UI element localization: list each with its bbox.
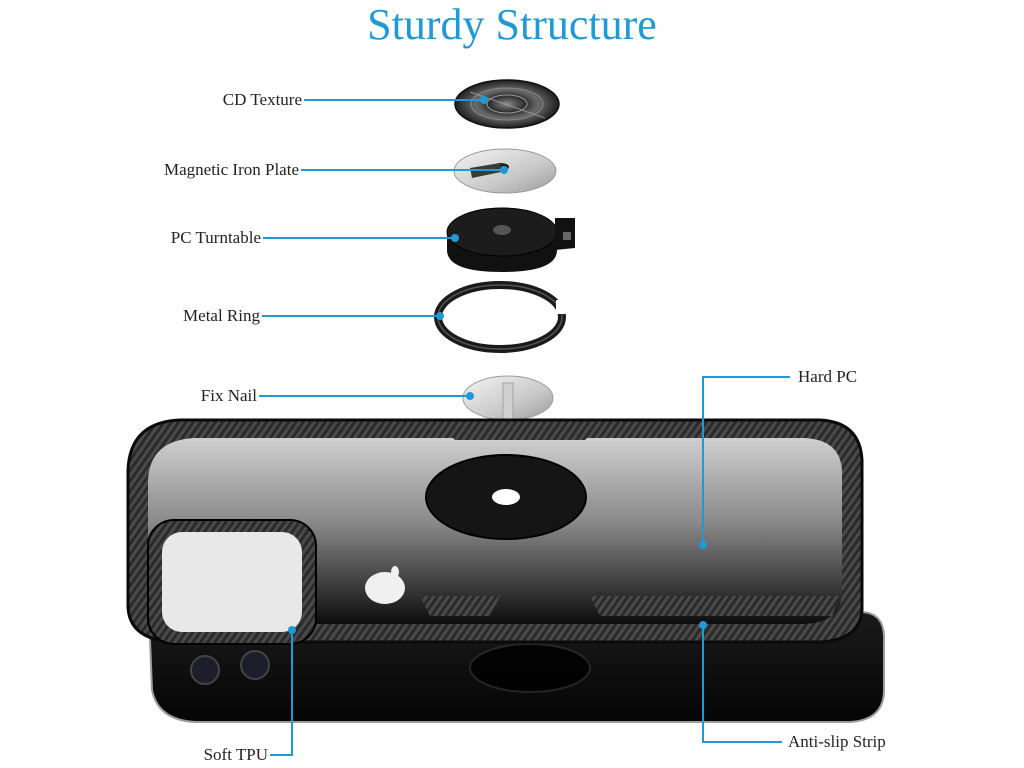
diagram-title: Sturdy Structure <box>367 0 657 49</box>
label-pc-turntable: PC Turntable <box>170 228 261 247</box>
label-soft-tpu: Soft TPU <box>203 745 268 764</box>
cd-texture-disc <box>454 79 560 129</box>
label-magnetic-iron-plate: Magnetic Iron Plate <box>163 160 299 179</box>
label-anti-slip-strip: Anti-slip Strip <box>788 732 886 751</box>
label-hard-pc: Hard PC <box>798 367 858 386</box>
phone-case-frame <box>126 418 864 645</box>
callout-dots <box>288 96 707 634</box>
label-cd-texture: CD Texture <box>222 90 302 109</box>
label-metal-ring: Metal Ring <box>183 306 260 325</box>
metal-ring <box>434 281 566 353</box>
pc-turntable <box>446 207 575 272</box>
label-fix-nail: Fix Nail <box>200 386 257 405</box>
callout-lines <box>259 99 790 756</box>
